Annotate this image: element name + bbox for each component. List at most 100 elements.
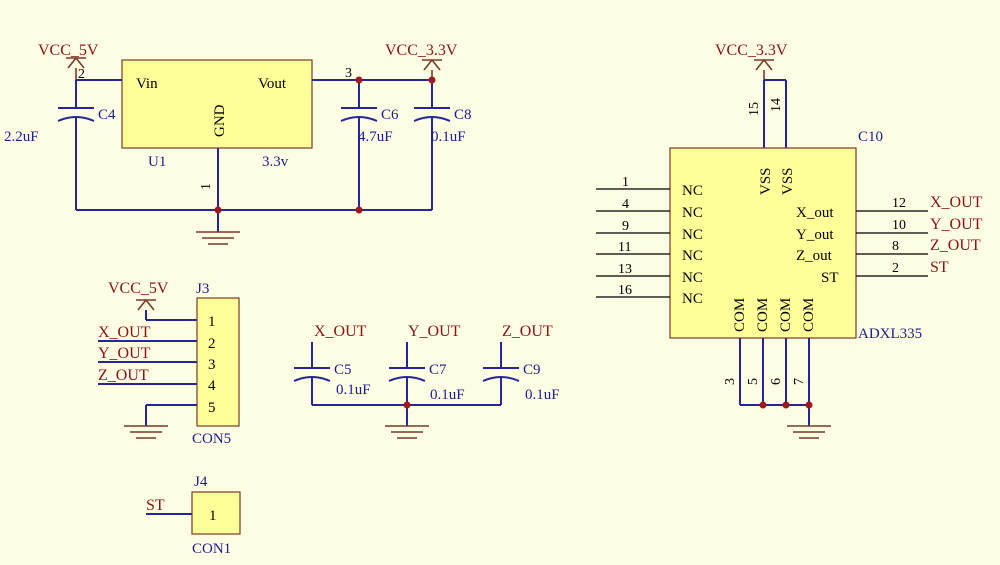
- vcc5v-label: VCC_5V: [38, 42, 99, 59]
- yout-label-j3: Y_OUT: [98, 345, 151, 362]
- j3-type: CON5: [192, 431, 231, 447]
- j3-pin-5: 5: [208, 400, 216, 416]
- regulator-section: VCC_5V Vin Vout GND U1 3.3v 2 3 1 C4: [4, 42, 472, 245]
- c8-value: 0.1uF: [431, 129, 466, 145]
- capacitor-c6: [340, 107, 378, 122]
- j3-pin-2: 2: [208, 336, 216, 352]
- adxl-bottom-pin-3: 6: [769, 378, 784, 385]
- zout-label-cap: Z_OUT: [502, 323, 553, 340]
- regulator-value: 3.3v: [262, 154, 289, 170]
- j4-type: CON1: [192, 541, 231, 557]
- adxl-left-pin-1: 1: [622, 175, 629, 190]
- adxl-top-pin-2: 14: [769, 98, 784, 112]
- xout-label-adxl: X_OUT: [930, 194, 983, 211]
- c9-value: 0.1uF: [525, 387, 560, 403]
- adxl-top-name-2: VSS: [780, 167, 796, 195]
- c4-ref: C4: [98, 107, 116, 123]
- adxl-left-pin-3: 9: [622, 219, 629, 234]
- ground-symbol-j3: [124, 425, 168, 439]
- zout-label-adxl: Z_OUT: [930, 237, 981, 254]
- capacitor-c7: [388, 367, 426, 382]
- j4-pin-1: 1: [209, 508, 217, 524]
- yout-label-adxl: Y_OUT: [930, 216, 983, 233]
- c4-value: 2.2uF: [4, 129, 39, 145]
- j4-body: [191, 491, 241, 535]
- vcc5v-power-symbol: [66, 56, 86, 80]
- regulator-pin-gnd: 1: [199, 183, 214, 190]
- j3-pin-3: 3: [208, 357, 216, 373]
- adxl-left-pin-6: 16: [618, 283, 632, 298]
- regulator-pin-out: 3: [345, 66, 352, 81]
- adxl-part: ADXL335: [858, 326, 922, 342]
- adxl-bottom-pins: COM COM COM COM 3 5 6 7: [723, 298, 817, 426]
- adxl-right-name-1: X_out: [796, 205, 834, 221]
- adxl-bottom-pin-2: 5: [746, 378, 761, 385]
- capacitor-c4: [57, 107, 95, 122]
- adxl-bottom-name-4: COM: [801, 298, 817, 332]
- capacitor-c8: [413, 107, 451, 122]
- adxl-top-name-1: VSS: [758, 167, 774, 195]
- adxl-right-name-2: Y_out: [796, 227, 834, 243]
- st-label-adxl: ST: [930, 259, 949, 276]
- xout-label-cap: X_OUT: [314, 323, 367, 340]
- ground-symbol-adxl: [787, 425, 831, 439]
- regulator-vin: Vin: [136, 76, 158, 92]
- c6-ref: C6: [381, 107, 399, 123]
- adxl-bottom-pin-1: 3: [723, 378, 738, 385]
- adxl335-section: VCC_3.3V 15 14 C10 VSS VSS 1 4 9 11 13 1…: [596, 42, 983, 439]
- adxl-bottom-name-3: COM: [778, 298, 794, 332]
- c7-ref: C7: [429, 362, 447, 378]
- c5-value: 0.1uF: [336, 382, 371, 398]
- adxl-right-name-3: Z_out: [796, 248, 833, 264]
- j3-body: [196, 297, 240, 427]
- adxl-left-name-4: NC: [682, 248, 703, 264]
- ground-symbol-regulator: [196, 231, 240, 245]
- j3-ref: J3: [196, 281, 209, 297]
- adxl-right-pin-3: 8: [892, 239, 899, 254]
- adxl-bottom-pin-4: 7: [792, 378, 807, 385]
- filter-caps-section: X_OUT Y_OUT Z_OUT C5 0.1uF C7 0.1uF C9 0…: [293, 323, 560, 439]
- adxl-ref: C10: [858, 129, 883, 145]
- adxl-top-pin-1: 15: [747, 102, 762, 116]
- adxl-bottom-name-2: COM: [755, 298, 771, 332]
- adxl-left-pins: 1 4 9 11 13 16 NC NC NC NC NC NC: [596, 175, 703, 307]
- adxl-left-pin-2: 4: [622, 197, 629, 212]
- vcc5v-power-symbol-j3: [136, 298, 156, 311]
- capacitor-c5: [293, 367, 331, 382]
- adxl-left-name-1: NC: [682, 183, 703, 199]
- yout-label-cap: Y_OUT: [408, 323, 461, 340]
- connector-j4: J4 1 CON1 ST: [146, 474, 241, 557]
- vcc33-power-symbol-adxl: [754, 58, 774, 80]
- adxl-bottom-name-1: COM: [732, 298, 748, 332]
- j4-ref: J4: [194, 474, 208, 490]
- adxl-right-pin-1: 12: [892, 196, 906, 211]
- st-label-j4: ST: [146, 497, 165, 514]
- capacitor-c9: [482, 367, 520, 382]
- regulator-vout: Vout: [258, 76, 287, 92]
- adxl-right-pin-2: 10: [892, 218, 906, 233]
- vcc33-label-adxl: VCC_3.3V: [715, 42, 788, 59]
- adxl-left-name-2: NC: [682, 205, 703, 221]
- vcc5v-label-j3: VCC_5V: [108, 280, 169, 297]
- adxl-right-pins: X_out Y_out Z_out ST 12 10 8 2 X_OUT Y_O…: [796, 194, 983, 286]
- vcc33-label-regulator: VCC_3.3V: [385, 42, 458, 59]
- regulator-pin-in: 2: [78, 67, 85, 82]
- adxl-right-pin-4: 2: [892, 261, 899, 276]
- adxl-left-pin-5: 13: [618, 262, 632, 277]
- c9-ref: C9: [523, 362, 541, 378]
- adxl-right-name-4: ST: [821, 270, 839, 286]
- c8-ref: C8: [454, 107, 472, 123]
- regulator-gnd: GND: [212, 104, 228, 137]
- xout-label-j3: X_OUT: [98, 324, 151, 341]
- adxl-left-pin-4: 11: [618, 240, 631, 255]
- adxl-left-name-6: NC: [682, 291, 703, 307]
- adxl-left-name-5: NC: [682, 270, 703, 286]
- adxl-left-name-3: NC: [682, 227, 703, 243]
- j3-pin-1: 1: [208, 314, 216, 330]
- c5-ref: C5: [334, 362, 352, 378]
- j3-pin-4: 4: [208, 378, 216, 394]
- zout-label-j3: Z_OUT: [98, 367, 149, 384]
- connector-j3: VCC_5V J3 1 2 3 4 5 CON5 X_OUT Y_OUT Z_O…: [98, 280, 240, 447]
- c6-value: 4.7uF: [358, 129, 393, 145]
